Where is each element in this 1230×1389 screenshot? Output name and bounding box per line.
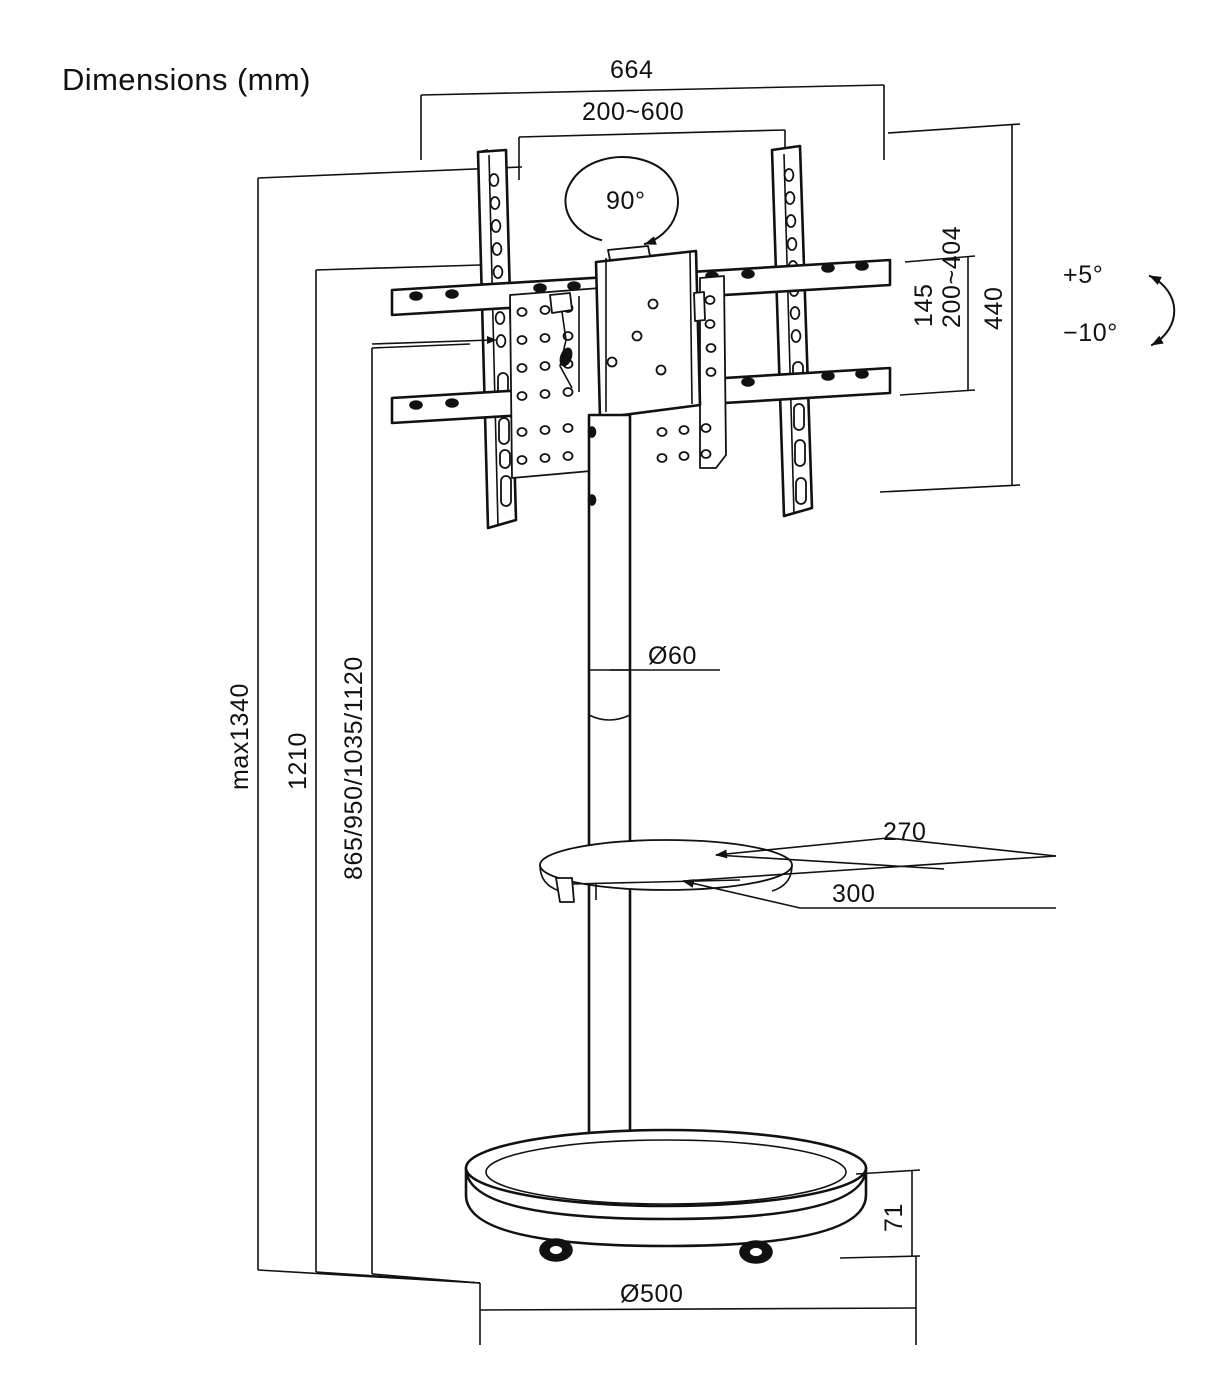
ext-line-heights-bottom	[371, 1273, 481, 1284]
dim-label-base-diameter: Ø500	[620, 1280, 684, 1308]
page-title: Dimensions (mm)	[62, 62, 311, 97]
vesa-plate-fold-right	[689, 251, 693, 405]
tilt-arc-icon	[1148, 274, 1176, 347]
leader-arrow-plate	[487, 336, 497, 344]
dim-line-base-diameter	[479, 1307, 917, 1311]
dim-label-pole-diameter: Ø60	[648, 642, 697, 670]
ext-line-71-top	[855, 1169, 921, 1175]
base-top-inner-ring	[485, 1139, 847, 1205]
left-vertical-rail	[476, 148, 518, 530]
dim-label-200-600: 200~600	[582, 98, 684, 126]
caster-wheel-right	[739, 1240, 773, 1264]
tilt-down-label: −10°	[1063, 319, 1118, 347]
lock-handle-detail	[549, 292, 580, 392]
shelf-group: 270 300	[539, 818, 1057, 909]
dim-label-71: 71	[880, 1203, 908, 1232]
dim-line-270-b	[887, 837, 1057, 857]
dim-line-300-b	[682, 879, 801, 909]
shelf-right-edge	[771, 864, 793, 892]
dim-line-200-600	[518, 129, 786, 138]
ext-line-200-404-bottom	[899, 389, 976, 396]
vesa-plate-tab	[607, 245, 651, 261]
right-rail-fold	[783, 153, 795, 515]
pole-body	[587, 413, 632, 1167]
vesa-plate-body	[594, 249, 702, 420]
dim-label-1210: 1210	[284, 732, 312, 790]
top-dimension-group: 664 200~600	[420, 56, 885, 180]
dim-label-270: 270	[883, 818, 927, 846]
leader-line-plate	[371, 339, 493, 345]
rotation-label: 90°	[606, 187, 646, 215]
caster-wheel-left	[539, 1238, 573, 1262]
right-dimension-group: 440 200~404 145	[879, 123, 1021, 493]
left-dimension-group: max1340 1210 865/950/1035/1120	[226, 166, 523, 1284]
dim-label-145: 145	[910, 283, 938, 327]
shelf-left-edge	[539, 864, 561, 892]
ext-line-200-404-top	[904, 255, 976, 263]
dim-label-max1340: max1340	[226, 683, 254, 790]
right-small-tab	[693, 291, 706, 322]
ext-line-1210-top	[315, 264, 481, 271]
base-top-surface	[464, 1128, 868, 1208]
center-vesa-plate	[594, 245, 702, 420]
dim-line-300-a	[682, 855, 1057, 882]
base-group: 71 Ø500	[464, 1128, 921, 1345]
pole-joint-collar	[588, 714, 631, 721]
rotation-annotation-group: 90°	[564, 156, 679, 246]
dim-line-270-a	[715, 837, 889, 859]
dim-label-200-404: 200~404	[938, 226, 966, 328]
tv-mount-bracket-assembly	[371, 144, 892, 530]
rotation-arc-icon	[564, 156, 679, 246]
dim-line-664	[420, 84, 885, 96]
tilt-annotation-group: +5° −10°	[1063, 261, 1176, 347]
shelf-bracket-left	[555, 877, 575, 903]
dim-label-adjustable-heights: 865/950/1035/1120	[340, 656, 368, 880]
lock-body	[549, 292, 573, 314]
ext-line-440-top	[887, 123, 1021, 134]
dim-label-300: 300	[832, 880, 876, 908]
left-rail-edge	[477, 149, 489, 153]
ext-line-71-bottom	[839, 1255, 921, 1259]
tilt-up-label: +5°	[1063, 261, 1103, 289]
dim-label-664: 664	[610, 56, 654, 84]
ext-line-440-bottom	[879, 484, 1021, 493]
shelf-bracket-rail	[571, 879, 741, 885]
ext-line-heights-top	[371, 343, 471, 349]
dim-label-440: 440	[980, 286, 1008, 330]
right-perforated-plate	[656, 275, 727, 469]
